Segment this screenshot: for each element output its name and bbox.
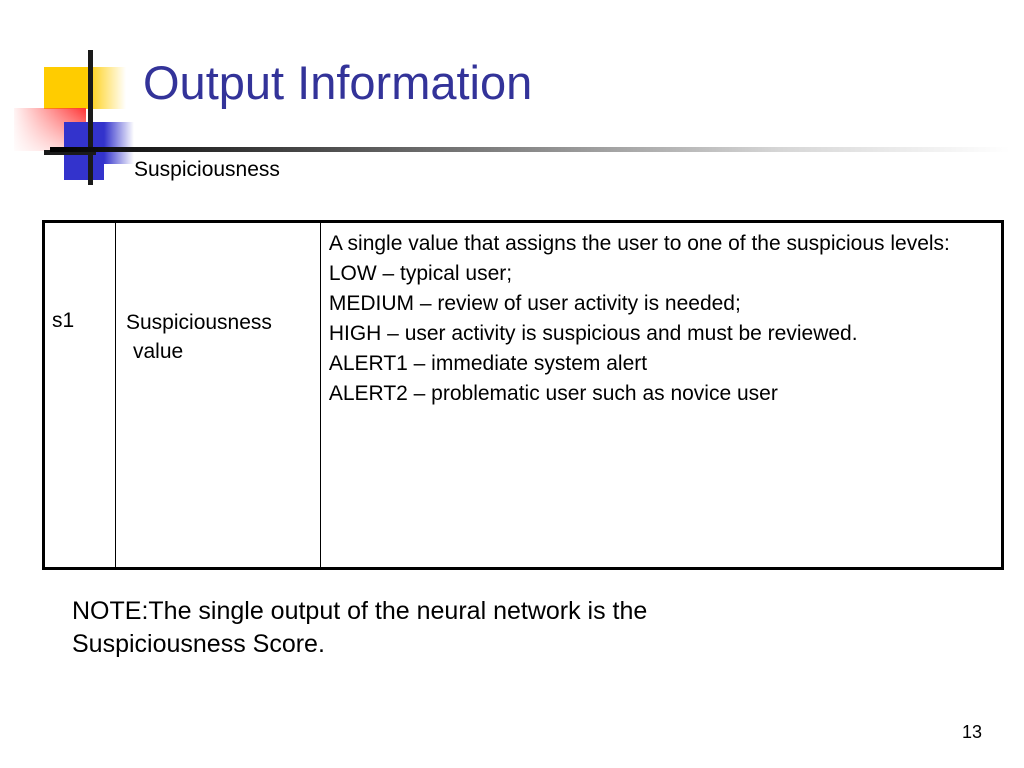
description-line: HIGH – user activity is suspicious and m… <box>323 322 858 346</box>
table-column-name: Suspiciousness value <box>116 223 321 567</box>
blue-fade-bar-icon <box>104 122 134 164</box>
note-text: NOTE:The single output of the neural net… <box>72 595 952 661</box>
description-line: LOW – typical user; <box>323 262 513 286</box>
cell-output-name: Suspiciousness value <box>126 309 316 367</box>
description-line: A single value that assigns the user to … <box>323 232 950 255</box>
table-column-description: A single value that assigns the user to … <box>321 223 1001 567</box>
cell-output-id: s1 <box>52 309 75 332</box>
title-divider <box>50 147 1010 152</box>
yellow-square-icon <box>44 67 86 109</box>
note-line-2: Suspiciousness Score. <box>72 630 325 658</box>
description-line: MEDIUM – review of user activity is need… <box>323 292 741 316</box>
cell-output-name-line-1: Suspiciousness <box>126 311 272 334</box>
cell-output-name-line-2: value <box>133 339 184 363</box>
subtitle: Suspiciousness <box>134 158 280 181</box>
decorative-logo-graphic <box>0 50 134 185</box>
description-line: ALERT1 – immediate system alert <box>323 352 648 376</box>
vertical-crosshair-line-icon <box>88 50 93 185</box>
description-line: ALERT2 – problematic user such as novice… <box>323 382 778 406</box>
note-line-1: NOTE:The single output of the neural net… <box>72 597 648 625</box>
horizontal-crosshair-line-icon <box>44 150 96 155</box>
table-column-id: s1 <box>45 223 116 567</box>
output-information-table: s1 Suspiciousness value A single value t… <box>42 220 1004 570</box>
page-number: 13 <box>962 722 983 742</box>
page-title: Output Information <box>143 56 533 109</box>
